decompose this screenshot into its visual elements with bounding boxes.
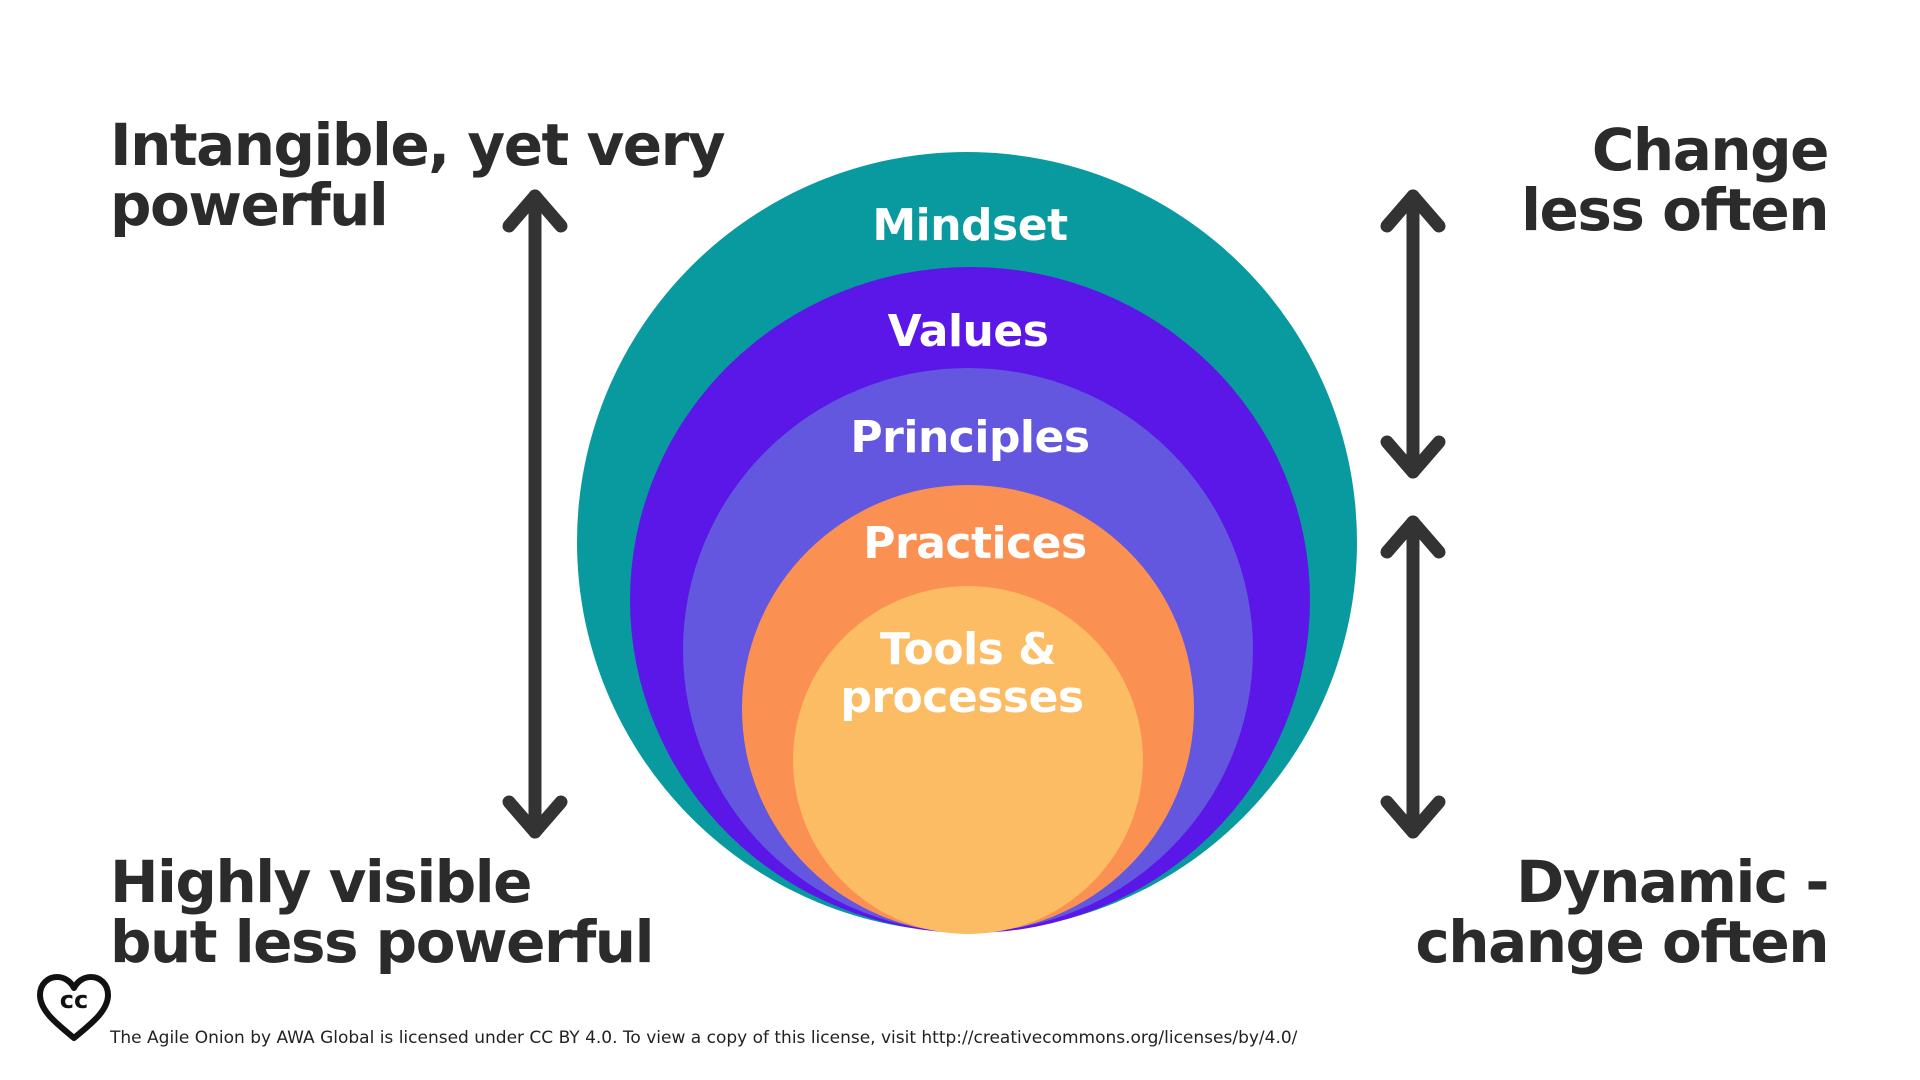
label-practices: Practices [863,518,1086,569]
creative-commons-heart-icon: cc [37,974,111,1041]
annotation-bottom-left: Highly visible but less powerful [110,848,654,976]
arrows [502,189,1446,839]
left-double-arrow-icon [502,189,568,839]
license-footer: The Agile Onion by AWA Global is license… [110,1028,1298,1048]
layer-tools-processes [793,586,1143,934]
label-values: Values [888,306,1049,357]
annotation-bottom-right: Dynamic - change often [1415,848,1829,976]
label-mindset: Mindset [872,200,1068,251]
annotation-top-right: Change less often [1521,116,1829,244]
cc-badge-text: cc [60,986,88,1014]
right-lower-double-arrow-icon [1380,515,1446,839]
annotation-top-left: Intangible, yet very powerful [110,111,726,239]
label-tools-line2: processes [840,672,1083,723]
onion-layers [577,152,1357,934]
label-principles: Principles [850,412,1089,463]
label-tools-line1: Tools & [880,624,1056,675]
right-upper-double-arrow-icon [1380,189,1446,479]
